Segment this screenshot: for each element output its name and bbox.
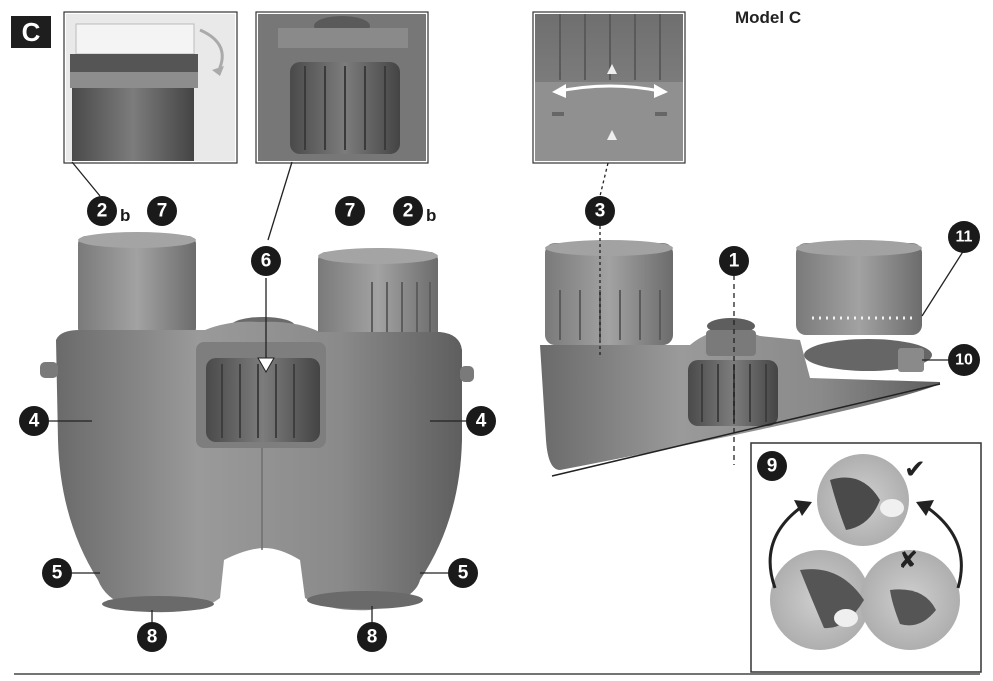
eyecup-detail-inset: [63, 11, 238, 164]
callout-1: 1: [719, 246, 749, 276]
svg-text:6: 6: [261, 251, 272, 272]
svg-text:5: 5: [52, 563, 63, 584]
sharp-check-mark: ✔: [904, 455, 926, 485]
svg-text:8: 8: [367, 627, 378, 648]
diopter-detail-inset: [532, 11, 686, 164]
svg-text:5: 5: [458, 563, 469, 584]
svg-text:4: 4: [29, 411, 40, 432]
callout-7-right: 7: [335, 196, 365, 226]
callout-5-right: 5: [448, 558, 478, 588]
svg-text:8: 8: [147, 627, 158, 648]
callout-8-left: 8: [137, 622, 167, 652]
callout-3: 3: [585, 196, 615, 226]
callout-2b-right: 2 b: [393, 196, 436, 226]
svg-text:2: 2: [97, 201, 108, 222]
svg-text:7: 7: [345, 201, 356, 222]
callout-2b-left: 2 b: [87, 196, 130, 226]
callout-9: 9: [757, 451, 787, 481]
focus-wheel-detail-inset: [255, 11, 429, 164]
svg-text:7: 7: [157, 201, 168, 222]
svg-text:2: 2: [403, 201, 414, 222]
callout-5-left: 5: [42, 558, 72, 588]
focus-check-panel: ✔ ✘: [750, 442, 982, 673]
section-badge: C: [11, 16, 51, 48]
blurred-cross-mark: ✘: [898, 546, 918, 574]
svg-text:4: 4: [476, 411, 487, 432]
leader-lines: [46, 161, 965, 622]
svg-text:1: 1: [729, 251, 740, 272]
callout-4-right: 4: [466, 406, 496, 436]
svg-text:9: 9: [767, 456, 778, 477]
callout-10: 10: [948, 344, 980, 376]
svg-text:b: b: [426, 206, 436, 225]
binocular-side-view: [540, 240, 941, 477]
focus-wheel-arrowhead: [257, 357, 275, 374]
svg-text:b: b: [120, 206, 130, 225]
model-title: Model C: [735, 8, 802, 27]
callout-6: 6: [251, 246, 281, 276]
svg-text:11: 11: [956, 229, 973, 246]
svg-text:3: 3: [595, 201, 606, 222]
callout-4-left: 4: [19, 406, 49, 436]
callout-7-left: 7: [147, 196, 177, 226]
svg-text:10: 10: [955, 352, 973, 369]
binocular-front-view: [40, 232, 474, 613]
callout-8-right: 8: [357, 622, 387, 652]
callout-11: 11: [948, 221, 980, 253]
